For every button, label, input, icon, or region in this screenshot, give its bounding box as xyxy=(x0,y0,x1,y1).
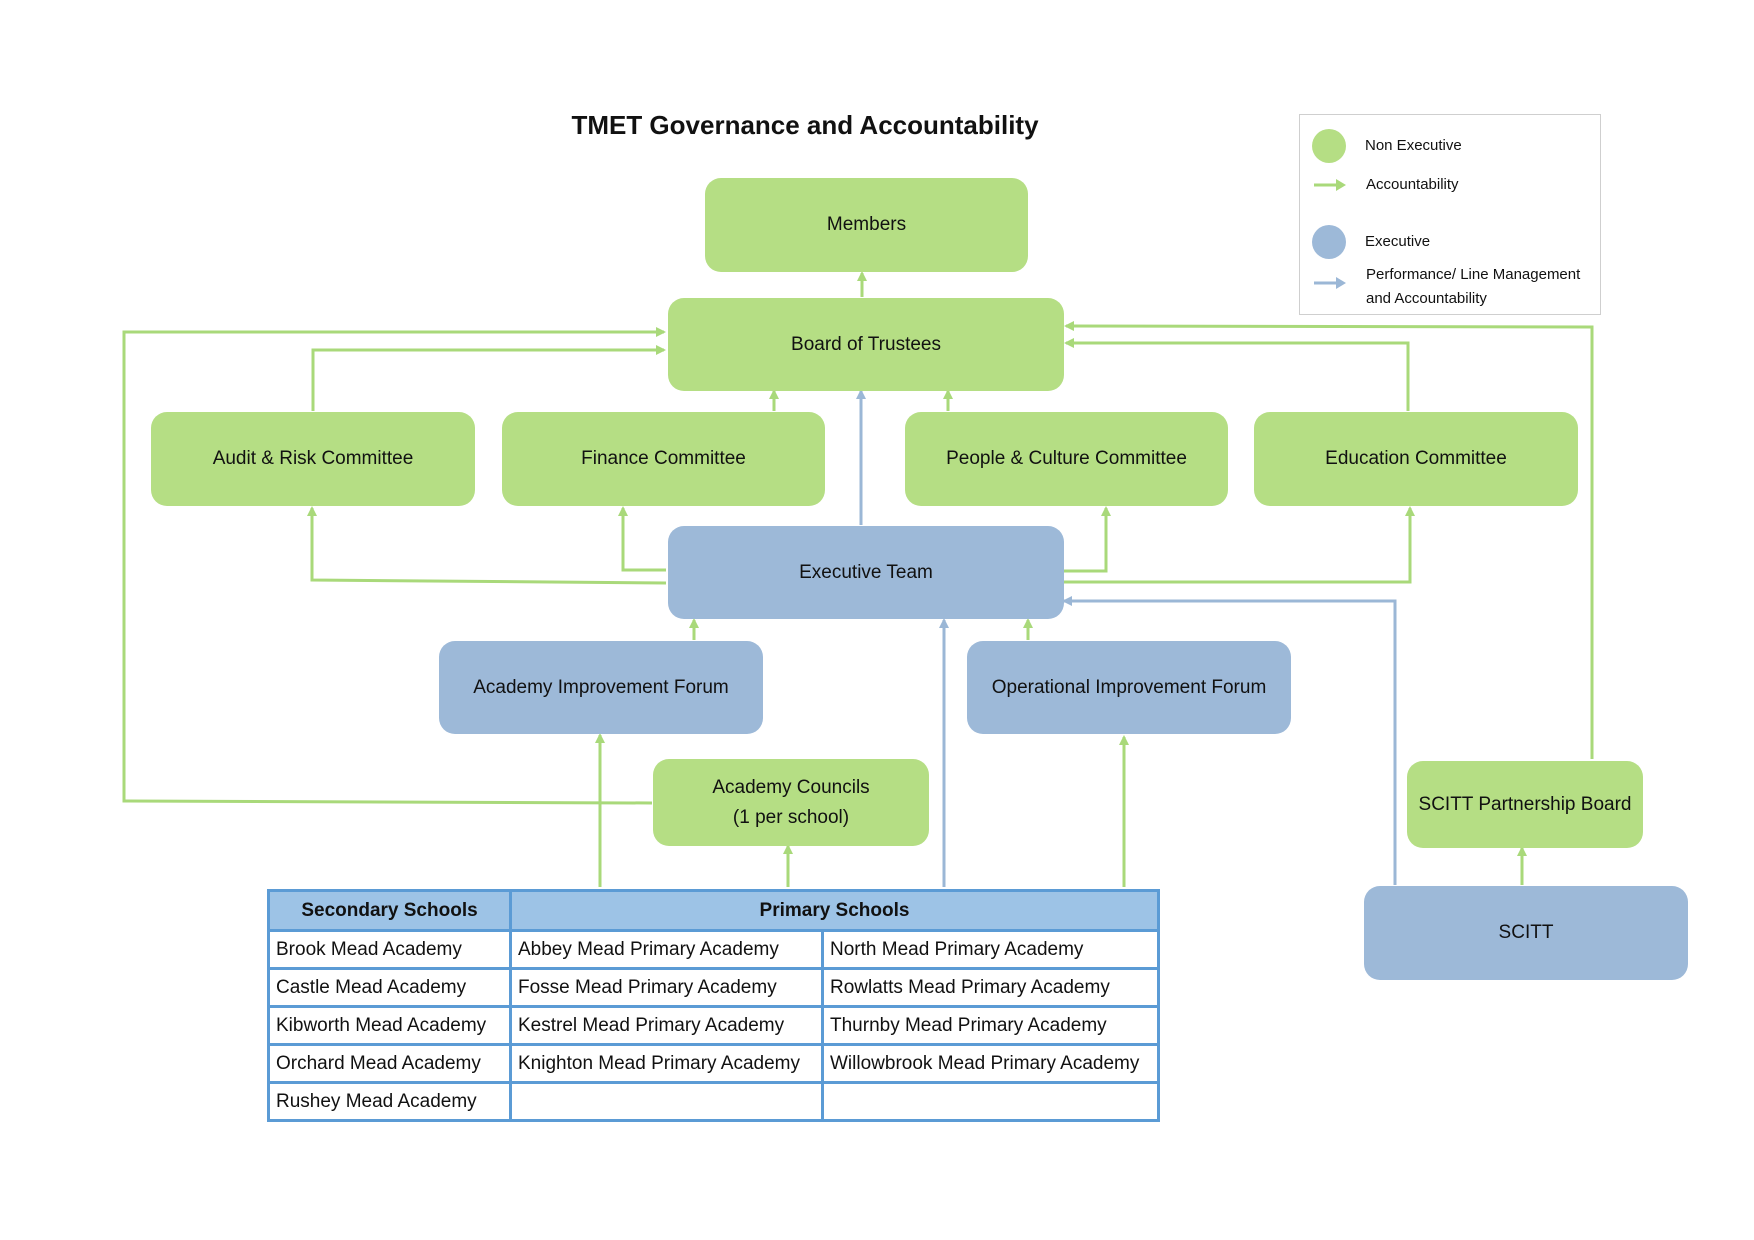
legend-label: Accountability xyxy=(1366,176,1459,193)
link-exec-education xyxy=(1062,506,1415,584)
legend-item-performance: Performance/ Line Management and Account… xyxy=(1300,263,1600,315)
node-academy-councils-line1: Academy Councils xyxy=(712,776,870,798)
legend-label: Executive xyxy=(1365,233,1431,250)
node-education-committee: Education Committee xyxy=(1254,412,1578,506)
table-row: Brook Mead Academy Abbey Mead Primary Ac… xyxy=(267,929,1160,970)
node-scitt-partnership-board: SCITT Partnership Board xyxy=(1407,761,1643,848)
green-circle-icon xyxy=(1312,129,1346,163)
header-primary-schools: Primary Schools xyxy=(509,889,1160,932)
legend-item-executive: Executive xyxy=(1300,225,1600,259)
legend-label: Performance/ Line Management xyxy=(1366,266,1581,283)
node-operational-improvement-forum: Operational Improvement Forum xyxy=(967,641,1291,734)
table-header-row: Secondary Schools Primary Schools xyxy=(267,889,1160,932)
school-cell xyxy=(821,1081,1160,1122)
school-cell: Thurnby Mead Primary Academy xyxy=(821,1005,1160,1046)
legend-item-accountability: Accountability xyxy=(1300,173,1600,197)
diagram-title: TMET Governance and Accountability xyxy=(571,110,1039,140)
node-members: Members xyxy=(705,178,1028,272)
schools-table: Secondary Schools Primary Schools Brook … xyxy=(267,889,1160,1122)
link-scittboard-board xyxy=(1064,321,1594,759)
table-row: Kibworth Mead Academy Kestrel Mead Prima… xyxy=(267,1005,1160,1046)
node-audit-risk-committee: Audit & Risk Committee xyxy=(151,412,475,506)
school-cell: Kibworth Mead Academy xyxy=(267,1005,512,1046)
node-academy-councils: Academy Councils (1 per school) xyxy=(653,759,929,846)
link-exec-audit xyxy=(307,506,667,585)
node-people-culture-committee: People & Culture Committee xyxy=(905,412,1228,506)
header-secondary-schools: Secondary Schools xyxy=(267,889,512,932)
legend-item-non-executive: Non Executive xyxy=(1300,129,1600,163)
node-board-of-trustees: Board of Trustees xyxy=(668,298,1064,391)
school-cell: Brook Mead Academy xyxy=(267,929,512,970)
legend: Non Executive Accountability Executive P… xyxy=(1299,114,1601,315)
node-finance-committee: Finance Committee xyxy=(502,412,825,506)
node-academy-councils-line2: (1 per school) xyxy=(732,806,850,828)
link-exec-finance xyxy=(618,506,666,572)
link-exec-people xyxy=(1062,506,1111,573)
link-education-board xyxy=(1064,338,1410,411)
node-executive-team: Executive Team xyxy=(668,526,1064,619)
school-cell: Fosse Mead Primary Academy xyxy=(509,967,824,1008)
blue-circle-icon xyxy=(1312,225,1346,259)
legend-label: Non Executive xyxy=(1365,137,1462,154)
table-row: Orchard Mead Academy Knighton Mead Prima… xyxy=(267,1043,1160,1084)
table-row: Castle Mead Academy Fosse Mead Primary A… xyxy=(267,967,1160,1008)
blue-arrow-icon xyxy=(1314,277,1346,289)
school-cell: North Mead Primary Academy xyxy=(821,929,1160,970)
school-cell: Orchard Mead Academy xyxy=(267,1043,512,1084)
school-cell: Rowlatts Mead Primary Academy xyxy=(821,967,1160,1008)
link-audit-board xyxy=(311,345,666,411)
school-cell: Willowbrook Mead Primary Academy xyxy=(821,1043,1160,1084)
link-scitt-exec xyxy=(1062,596,1397,885)
legend-label: and Accountability xyxy=(1366,290,1487,307)
school-cell: Castle Mead Academy xyxy=(267,967,512,1008)
school-cell: Abbey Mead Primary Academy xyxy=(509,929,824,970)
node-scitt: SCITT xyxy=(1364,886,1688,980)
node-academy-improvement-forum: Academy Improvement Forum xyxy=(439,641,763,734)
school-cell xyxy=(509,1081,824,1122)
link-councils-board xyxy=(122,327,666,805)
table-row: Rushey Mead Academy xyxy=(267,1081,1160,1122)
school-cell: Rushey Mead Academy xyxy=(267,1081,512,1122)
school-cell: Knighton Mead Primary Academy xyxy=(509,1043,824,1084)
school-cell: Kestrel Mead Primary Academy xyxy=(509,1005,824,1046)
green-arrow-icon xyxy=(1314,179,1346,191)
